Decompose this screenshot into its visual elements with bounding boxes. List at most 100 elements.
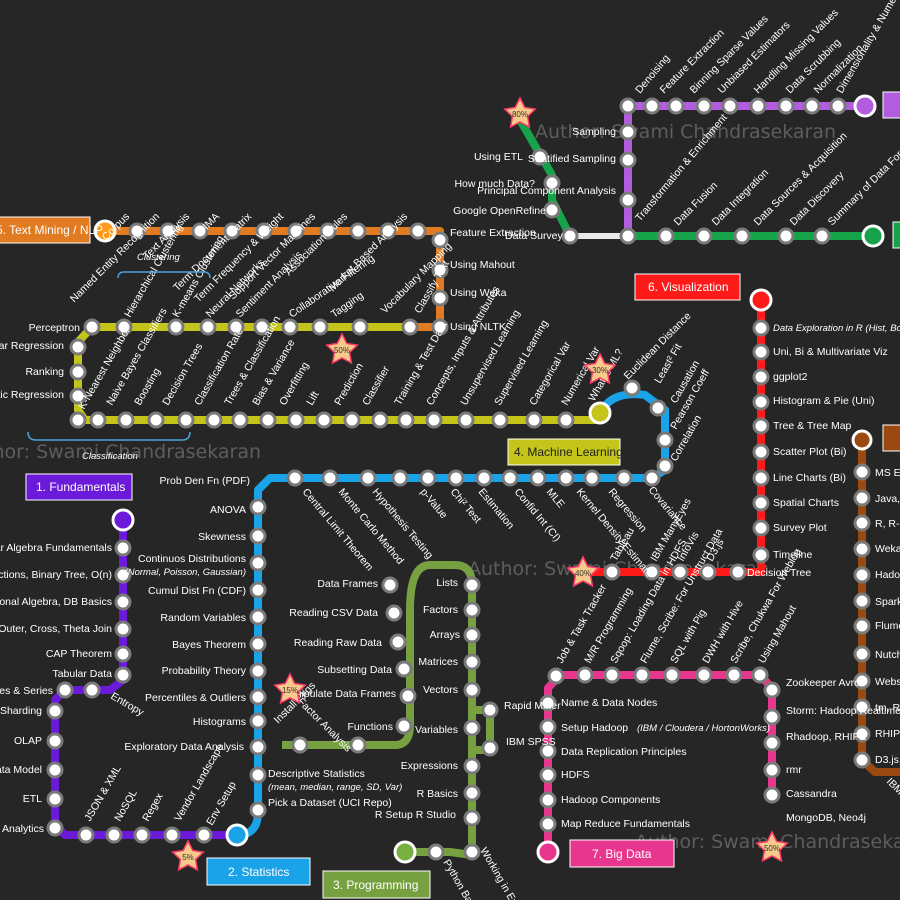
station-dot[interactable] [752,343,770,361]
station-dot[interactable] [557,469,575,487]
station-dot[interactable] [409,222,427,240]
station-dot[interactable] [291,736,309,754]
station-dot[interactable] [853,489,871,507]
station-dot[interactable] [619,191,637,209]
station-dot[interactable] [395,660,413,678]
station-dot[interactable] [401,318,419,336]
station-dot[interactable] [311,318,329,336]
station-dot[interactable] [287,222,305,240]
station-dot[interactable] [195,826,213,844]
station-dot[interactable] [46,732,64,750]
station-dot[interactable] [463,843,481,861]
station-dot[interactable] [379,222,397,240]
station-dot[interactable] [539,766,557,784]
station-dot[interactable] [481,739,499,757]
station-dot[interactable] [656,431,674,449]
station-dot[interactable] [231,411,249,429]
station-dot[interactable] [385,604,403,622]
station-dot[interactable] [69,363,87,381]
station-dot[interactable] [391,469,409,487]
station-dot[interactable] [752,469,770,487]
station-dot[interactable] [89,411,107,429]
station-dot[interactable] [431,289,449,307]
station-dot[interactable] [114,620,132,638]
terminal-data-ingestion[interactable] [861,224,885,248]
station-dot[interactable] [749,97,767,115]
station-dot[interactable] [615,469,633,487]
station-dot[interactable] [853,751,871,769]
station-dot[interactable] [133,826,151,844]
station-dot[interactable] [249,738,267,756]
station-dot[interactable] [649,399,667,417]
station-dot[interactable] [205,411,223,429]
station-dot[interactable] [729,563,747,581]
station-dot[interactable] [829,97,847,115]
title-visualization[interactable]: 6. Visualization [634,273,741,301]
station-dot[interactable] [539,742,557,760]
station-dot[interactable] [223,222,241,240]
station-dot[interactable] [315,411,333,429]
station-dot[interactable] [431,261,449,279]
station-dot[interactable] [543,201,561,219]
terminal-machine-learning[interactable] [588,401,612,425]
station-dot[interactable] [557,411,575,429]
station-dot[interactable] [853,566,871,584]
station-dot[interactable] [733,227,751,245]
station-dot[interactable] [395,717,413,735]
station-dot[interactable] [853,645,871,663]
station-dot[interactable] [463,601,481,619]
station-dot[interactable] [249,554,267,572]
station-dot[interactable] [114,666,132,684]
station-dot[interactable] [115,318,133,336]
title-toolbox[interactable] [882,424,900,452]
station-dot[interactable] [249,581,267,599]
station-dot[interactable] [853,672,871,690]
title-statistics[interactable]: 2. Statistics [206,857,311,886]
station-dot[interactable] [259,411,277,429]
terminal-data-munging[interactable] [853,94,877,118]
station-dot[interactable] [46,819,64,837]
station-dot[interactable] [619,227,637,245]
station-dot[interactable] [191,222,209,240]
title-text-mining[interactable]: 5. Text Mining / NLP [0,216,103,244]
station-dot[interactable] [114,593,132,611]
terminal-text-mining[interactable] [93,219,117,243]
station-dot[interactable] [763,708,781,726]
station-dot[interactable] [695,227,713,245]
terminal-statistics[interactable] [225,823,249,847]
station-dot[interactable] [643,469,661,487]
station-dot[interactable] [147,411,165,429]
station-dot[interactable] [249,498,267,516]
station-dot[interactable] [699,563,717,581]
station-dot[interactable] [114,645,132,663]
station-dot[interactable] [752,443,770,461]
station-dot[interactable] [177,411,195,429]
station-dot[interactable] [619,97,637,115]
station-dot[interactable] [663,666,681,684]
station-dot[interactable] [539,791,557,809]
station-dot[interactable] [286,469,304,487]
station-dot[interactable] [371,411,389,429]
title-data-munging[interactable] [882,91,900,119]
station-dot[interactable] [77,826,95,844]
station-dot[interactable] [752,368,770,386]
title-data-ingestion[interactable] [892,221,900,249]
station-dot[interactable] [853,463,871,481]
station-dot[interactable] [543,174,561,192]
station-dot[interactable] [83,681,101,699]
title-fundamentals[interactable]: 1. Fundamentals [25,473,133,501]
station-dot[interactable] [763,761,781,779]
station-dot[interactable] [752,494,770,512]
station-dot[interactable] [114,539,132,557]
station-dot[interactable] [853,725,871,743]
station-dot[interactable] [667,97,685,115]
station-dot[interactable] [463,681,481,699]
station-dot[interactable] [114,566,132,584]
station-dot[interactable] [199,318,217,336]
station-dot[interactable] [319,222,337,240]
station-dot[interactable] [525,411,543,429]
station-dot[interactable] [255,222,273,240]
station-dot[interactable] [381,576,399,594]
station-dot[interactable] [501,469,519,487]
terminal-toolbox[interactable] [851,429,873,451]
